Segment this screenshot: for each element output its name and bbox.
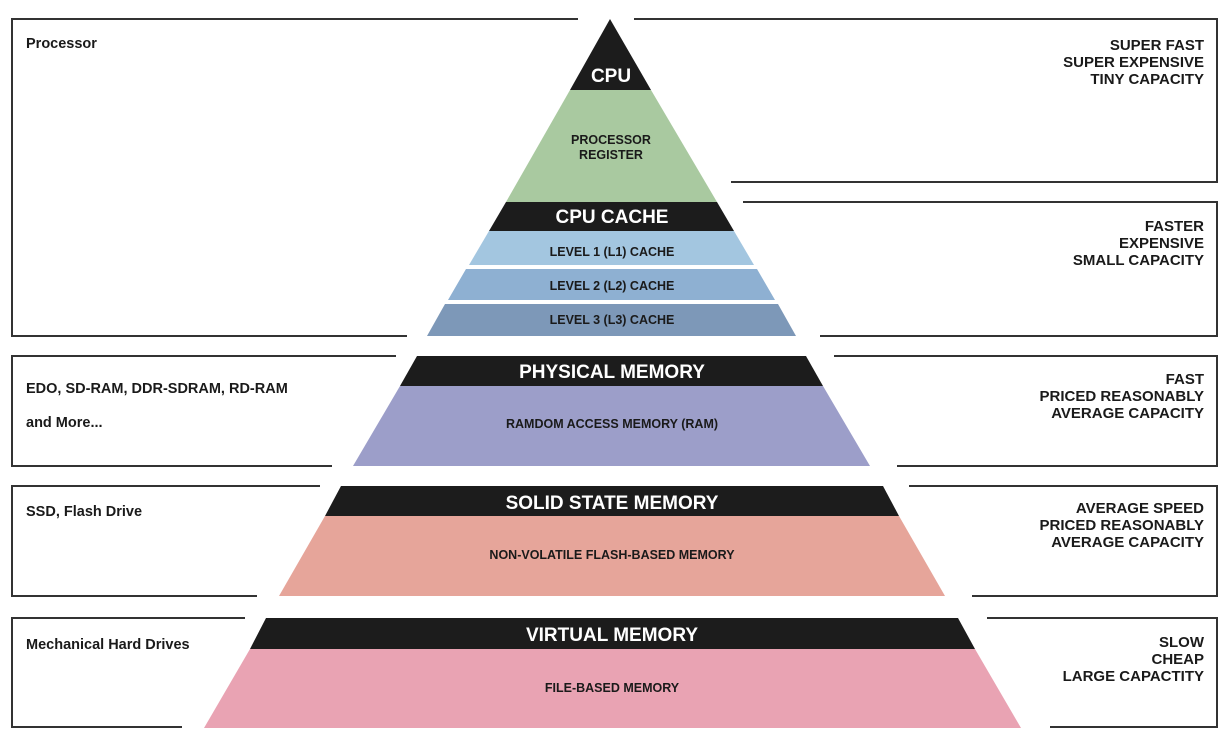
cache-header-label: CPU CACHE <box>556 207 669 228</box>
note-left-solid-line: SSD, Flash Drive <box>26 504 143 520</box>
l1-cache-band <box>469 231 754 265</box>
file-band <box>204 649 1021 728</box>
tier-physical: PHYSICAL MEMORY RAMDOM ACCESS MEMORY (RA… <box>353 356 870 466</box>
tier-outlines <box>11 18 1218 728</box>
cache-header-band <box>489 202 734 231</box>
note-right-physical-line1: FAST <box>1165 371 1204 388</box>
note-left-cpu-line: Processor <box>26 36 97 52</box>
virtual-header-band <box>250 618 975 649</box>
note-right-cache-line2: EXPENSIVE <box>1118 235 1204 252</box>
solid-header-label: SOLID STATE MEMORY <box>506 493 719 514</box>
register-band <box>506 90 717 202</box>
note-left-solid: SSD, Flash Drive <box>26 504 142 520</box>
note-left-physical-line1: EDO, SD-RAM, DDR-SDRAM, RD-RAM <box>26 381 288 397</box>
note-right-cpu-line1: SUPER FAST <box>1109 37 1204 54</box>
tier-virtual: VIRTUAL MEMORY FILE-BASED MEMORY <box>204 618 1021 728</box>
tier-cache: CPU CACHE LEVEL 1 (L1) CACHE LEVEL 2 (L2… <box>427 202 796 336</box>
note-right-solid-line2: PRICED REASONABLY <box>1039 517 1204 534</box>
tier-cpu: CPU PROCESSOR REGISTER <box>506 19 717 202</box>
l3-cache-band <box>427 304 796 336</box>
note-left-physical-line2: and More... <box>26 415 103 431</box>
outline-cache-right <box>743 201 1218 337</box>
solid-header-band <box>325 486 899 516</box>
note-right-cache: FASTER EXPENSIVE SMALL CAPACITY <box>1073 218 1204 269</box>
note-right-cpu-line2: SUPER EXPENSIVE <box>1063 54 1204 71</box>
note-right-solid-line1: AVERAGE SPEED <box>1075 500 1204 517</box>
outline-cpu-left <box>11 18 578 337</box>
tier-solid: SOLID STATE MEMORY NON-VOLATILE FLASH-BA… <box>279 486 945 596</box>
outline-physical-left <box>11 355 396 467</box>
file-label: FILE-BASED MEMORY <box>545 681 680 695</box>
note-left-physical: EDO, SD-RAM, DDR-SDRAM, RD-RAM and More.… <box>26 372 288 440</box>
note-right-cpu: SUPER FAST SUPER EXPENSIVE TINY CAPACITY <box>1063 37 1204 88</box>
flash-label: NON-VOLATILE FLASH-BASED MEMORY <box>489 548 735 562</box>
outline-solid-left <box>11 485 320 597</box>
note-right-solid-line3: AVERAGE CAPACITY <box>1051 534 1204 551</box>
cpu-header-label: CPU <box>591 66 631 87</box>
note-right-physical-line2: PRICED REASONABLY <box>1039 388 1204 405</box>
note-right-cache-line3: SMALL CAPACITY <box>1072 252 1204 269</box>
note-right-physical-line3: AVERAGE CAPACITY <box>1051 405 1204 422</box>
note-right-virtual: SLOW CHEAP LARGE CAPACTITY <box>1063 634 1204 685</box>
outline-cpu-right <box>634 18 1218 183</box>
note-right-cache-line1: FASTER <box>1144 218 1204 235</box>
note-right-virtual-line2: CHEAP <box>1151 651 1204 668</box>
register-label-line2: REGISTER <box>579 148 643 162</box>
outline-virtual-left <box>11 617 245 728</box>
ram-band <box>353 386 870 466</box>
register-label-line1: PROCESSOR <box>571 133 651 147</box>
note-right-virtual-line1: SLOW <box>1159 634 1204 651</box>
note-left-virtual-line: Mechanical Hard Drives <box>26 637 190 653</box>
ram-label: RAMDOM ACCESS MEMORY (RAM) <box>506 417 718 431</box>
flash-band <box>279 516 945 596</box>
note-left-virtual: Mechanical Hard Drives <box>26 637 190 653</box>
note-right-physical: FAST PRICED REASONABLY AVERAGE CAPACITY <box>1040 371 1204 422</box>
outline-solid-right <box>909 485 1218 597</box>
virtual-header-label: VIRTUAL MEMORY <box>526 625 698 646</box>
note-left-cpu: Processor <box>26 36 97 52</box>
note-right-virtual-line3: LARGE CAPACTITY <box>1062 668 1204 685</box>
note-right-solid: AVERAGE SPEED PRICED REASONABLY AVERAGE … <box>1040 500 1204 551</box>
cpu-header-band <box>570 19 651 90</box>
l2-cache-label: LEVEL 2 (L2) CACHE <box>550 279 675 293</box>
outline-physical-right <box>834 355 1218 467</box>
physical-header-band <box>400 356 823 386</box>
outline-virtual-right <box>987 617 1218 728</box>
physical-header-label: PHYSICAL MEMORY <box>519 362 705 383</box>
l3-cache-label: LEVEL 3 (L3) CACHE <box>550 313 675 327</box>
l2-cache-band <box>448 269 775 300</box>
l1-cache-label: LEVEL 1 (L1) CACHE <box>550 245 675 259</box>
note-right-cpu-line3: TINY CAPACITY <box>1090 71 1204 88</box>
